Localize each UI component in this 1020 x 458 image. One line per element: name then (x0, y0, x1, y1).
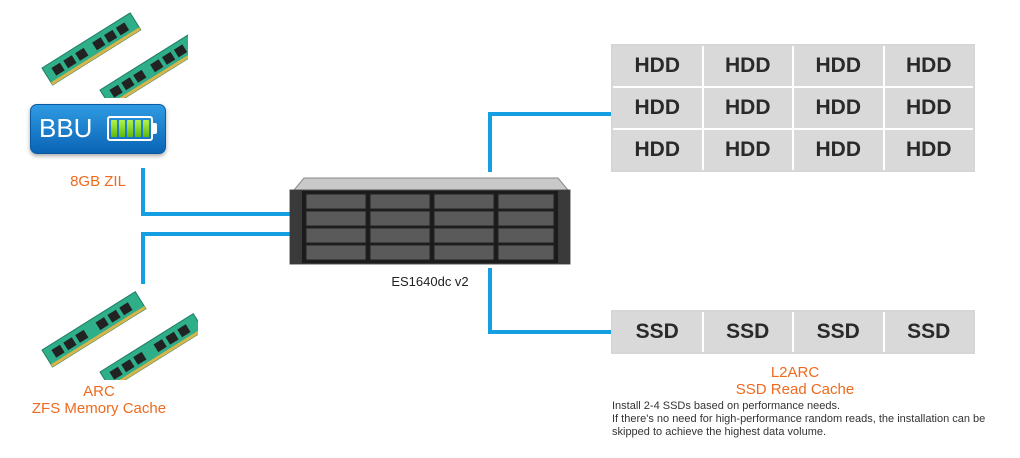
connector-arc-horizontal (141, 232, 291, 236)
hdd-slot: HDD (613, 130, 702, 170)
hdd-slot: HDD (884, 46, 973, 86)
hdd-slot: HDD (613, 88, 702, 128)
battery-tip (153, 123, 157, 134)
ssd-slot: SSD (613, 312, 702, 352)
arc-label-line1: ARC (83, 383, 115, 400)
l2arc-label-line1: L2ARC (770, 364, 820, 381)
ssd-slot: SSD (884, 312, 973, 352)
hdd-slot: HDD (794, 46, 883, 86)
ssd-slot: SSD (794, 312, 883, 352)
connector-arc-vertical (141, 232, 145, 284)
ram-module-icon (41, 291, 198, 380)
hdd-slot: HDD (613, 46, 702, 86)
arc-label: ARC ZFS Memory Cache (18, 383, 180, 417)
hdd-slot: HDD (794, 130, 883, 170)
hdd-slot: HDD (703, 130, 792, 170)
connector-hdd-vertical (488, 112, 492, 172)
zil-label: 8GB ZIL (70, 173, 126, 190)
device-label: ES1640dc v2 (391, 274, 469, 289)
ssd-slot: SSD (703, 312, 792, 352)
note-line3: skipped to achieve the highest data volu… (612, 426, 827, 438)
hdd-slot: HDD (884, 88, 973, 128)
hdd-slot: HDD (794, 88, 883, 128)
note-line1: Install 2-4 SSDs based on performance ne… (612, 400, 841, 412)
hdd-slot: HDD (703, 88, 792, 128)
nas-enclosure-icon (289, 177, 571, 265)
ssd-installation-note: Install 2-4 SSDs based on performance ne… (612, 400, 1014, 439)
connector-ssd-vertical (488, 268, 492, 334)
connector-zil-vertical (141, 168, 145, 216)
connector-zil-horizontal (141, 212, 291, 216)
note-line2: If there's no need for high-performance … (612, 413, 986, 425)
hdd-slot: HDD (703, 46, 792, 86)
l2arc-label-line2: SSD Read Cache (735, 381, 855, 398)
connector-ssd-horizontal (488, 330, 612, 334)
bbu-badge: BBU (30, 104, 166, 154)
arc-label-line2: ZFS Memory Cache (31, 400, 167, 417)
l2arc-label: L2ARC SSD Read Cache (710, 364, 880, 398)
battery-icon (107, 116, 153, 141)
ram-module-icon (41, 12, 188, 98)
connector-hdd-horizontal (488, 112, 612, 116)
bbu-label: BBU (39, 113, 93, 143)
hdd-slot: HDD (884, 130, 973, 170)
